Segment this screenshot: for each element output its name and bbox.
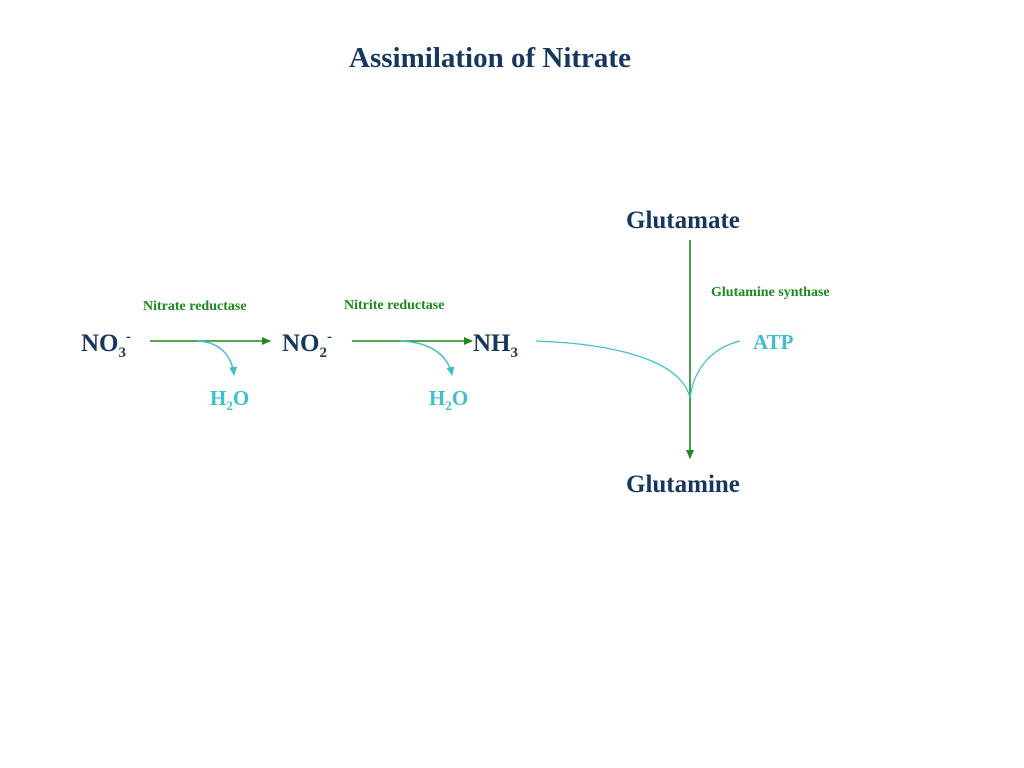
compound-nitrate: NO3- bbox=[81, 329, 131, 361]
enzyme-glutamine-synthase: Glutamine synthase bbox=[711, 285, 830, 300]
compound-nitrite: NO2- bbox=[282, 329, 332, 361]
cofactor-atp: ATP bbox=[753, 330, 794, 354]
arrow-water-release-1 bbox=[197, 340, 238, 376]
byproduct-water-2: H2O bbox=[429, 386, 469, 413]
compound-ammonia: NH3 bbox=[473, 330, 518, 361]
arrow-water-release-2 bbox=[399, 340, 455, 376]
enzyme-nitrite-reductase: Nitrite reductase bbox=[344, 298, 445, 313]
byproduct-water-1: H2O bbox=[210, 386, 250, 413]
arrow-atp-input bbox=[689, 340, 741, 399]
enzyme-nitrate-reductase: Nitrate reductase bbox=[143, 299, 247, 314]
compound-glutamate: Glutamate bbox=[626, 207, 740, 234]
compound-glutamine: Glutamine bbox=[626, 471, 740, 498]
arrow-ammonia-input bbox=[535, 340, 691, 399]
page-title: Assimilation of Nitrate bbox=[349, 42, 631, 74]
